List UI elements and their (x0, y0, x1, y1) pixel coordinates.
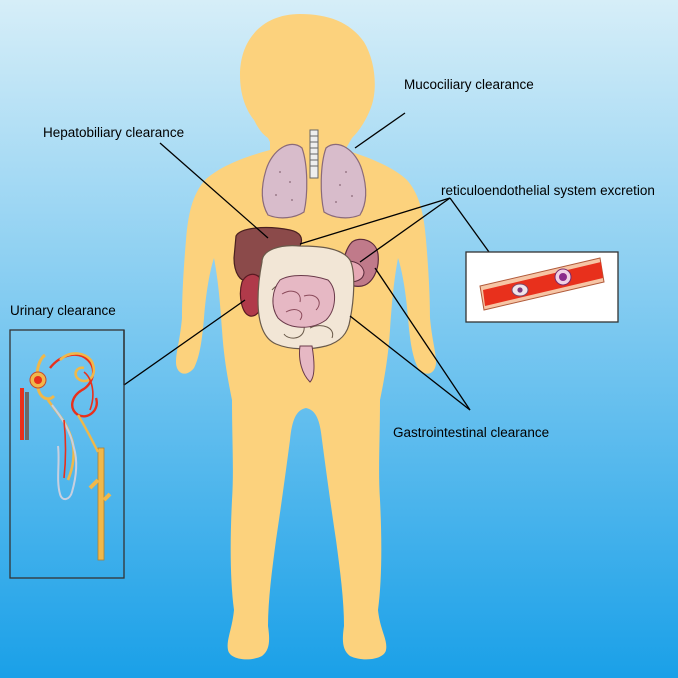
connector-lines (123, 112, 490, 411)
blood-vessel-inset (465, 251, 619, 323)
label-reticuloendothelial: reticuloendothelial system excretion (441, 183, 655, 198)
label-hepatobiliary: Hepatobiliary clearance (43, 125, 185, 140)
blood-vessel-icon (479, 257, 605, 311)
intestine-icon (257, 245, 355, 383)
label-mucociliary: Mucociliary clearance (404, 77, 534, 92)
lungs-icon (261, 129, 367, 219)
nephron-icon (20, 352, 112, 561)
label-urinary: Urinary clearance (10, 303, 116, 318)
label-gastrointestinal: Gastrointestinal clearance (393, 425, 550, 440)
nephron-inset (9, 329, 125, 579)
